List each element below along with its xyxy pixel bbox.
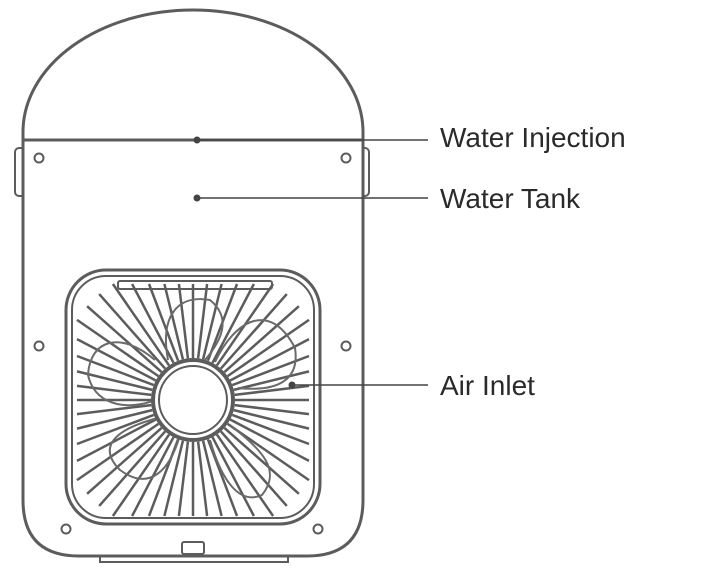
grille-spoke: [234, 384, 310, 397]
screw-hole: [340, 340, 352, 352]
grille-spoke: [201, 283, 223, 360]
grille-spoke: [76, 422, 160, 482]
grille-frame-inner: [71, 275, 315, 519]
grille-spoke: [233, 370, 310, 392]
grille-spoke: [86, 305, 163, 374]
grille-spoke: [231, 413, 310, 446]
base-notch: [181, 541, 205, 555]
callout-water-injection: Water Injection: [193, 122, 626, 153]
grille-spoke: [219, 293, 288, 370]
grille-spoke: [219, 430, 288, 507]
grille-spoke: [177, 283, 190, 359]
screw-hole: [33, 340, 45, 352]
grille-spoke: [163, 440, 185, 517]
callout-water-tank: Water Tank: [193, 183, 581, 214]
fan-hub: [158, 365, 228, 435]
grille-spoke: [76, 384, 152, 397]
screw-hole: [312, 523, 324, 535]
grille-spoke: [147, 283, 180, 362]
grille-spoke: [229, 337, 310, 382]
screw-hole: [340, 152, 352, 164]
grille-spoke: [76, 370, 153, 392]
fan-blade: [86, 341, 161, 407]
grille-spoke: [76, 413, 155, 446]
callout-air-inlet: Air Inlet: [288, 370, 535, 401]
carry-handle: [21, 8, 365, 140]
grille-spoke: [196, 283, 209, 359]
grille-spoke: [98, 430, 167, 507]
grille-spoke: [196, 441, 209, 517]
grille-spokes: [76, 283, 310, 517]
grille-spoke: [211, 436, 256, 517]
callout-label-air-inlet: Air Inlet: [440, 370, 535, 401]
callout-label-water-tank: Water Tank: [440, 183, 581, 214]
grille-spoke: [215, 433, 275, 517]
grille-spoke: [177, 441, 190, 517]
grille-spoke: [229, 418, 310, 463]
grille-spoke: [76, 403, 152, 416]
grille-spoke: [211, 283, 256, 364]
grille-spoke: [98, 293, 167, 370]
grille-spoke: [111, 283, 171, 367]
grille-spoke: [76, 418, 157, 463]
grille-spoke: [226, 318, 310, 378]
grille-spoke: [86, 426, 163, 495]
fan-blade: [108, 417, 181, 480]
fan-blade: [164, 298, 224, 361]
grille-spoke: [223, 426, 300, 495]
fan-blades: [86, 298, 297, 499]
grille-spoke: [76, 318, 160, 378]
base-foot: [99, 556, 289, 563]
grille-spoke: [201, 440, 223, 517]
grille-spoke: [223, 305, 300, 374]
grille-spoke: [163, 283, 185, 360]
screw-hole: [60, 523, 72, 535]
fan-blade: [214, 319, 297, 390]
screw-hole: [33, 152, 45, 164]
screw-holes: [33, 152, 352, 535]
grille-spoke: [233, 408, 310, 430]
grille-frame-outer: [64, 268, 322, 526]
grille-spoke: [111, 433, 171, 517]
callout-label-water-injection: Water Injection: [440, 122, 626, 153]
grille-spoke: [76, 337, 157, 382]
grille-spoke: [234, 403, 310, 416]
grille-spoke: [76, 408, 153, 430]
fan-blade: [209, 424, 271, 499]
